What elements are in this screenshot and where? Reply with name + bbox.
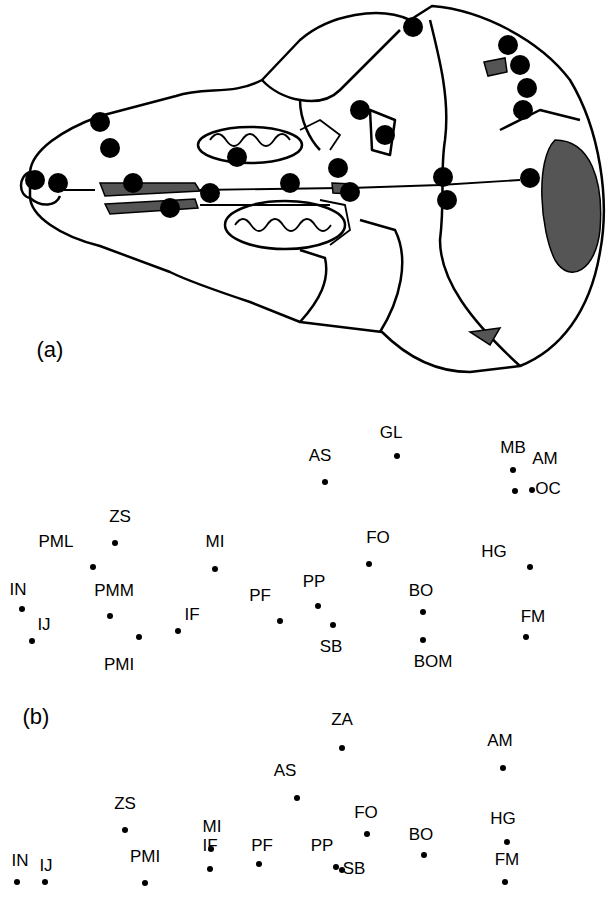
landmark-label: IF xyxy=(184,606,199,623)
landmark-label: PF xyxy=(249,587,271,604)
landmark-label: MI xyxy=(203,818,222,835)
landmark-label: FO xyxy=(354,804,378,821)
landmark-label: SB xyxy=(343,860,366,877)
landmark-label: AS xyxy=(274,762,297,779)
landmark-dot xyxy=(512,488,518,494)
landmark-label: MB xyxy=(500,439,526,456)
landmark-label: ZA xyxy=(331,711,353,728)
landmark-label: PMI xyxy=(104,656,134,673)
landmark-dot xyxy=(527,564,533,570)
landmark-label: ZS xyxy=(114,795,136,812)
landmark-dot xyxy=(322,479,328,485)
landmark-label: HG xyxy=(490,810,516,827)
landmark-dot xyxy=(207,866,213,872)
landmark-dot xyxy=(510,467,516,473)
landmark-dot xyxy=(529,487,535,493)
landmark-label: PP xyxy=(303,573,326,590)
panel-letter: (b) xyxy=(23,706,50,728)
landmark-dot xyxy=(523,634,529,640)
landmark-dot xyxy=(420,609,426,615)
landmark-label: SB xyxy=(320,638,343,655)
landmark-dot xyxy=(14,879,20,885)
landmark-label: AS xyxy=(309,447,332,464)
landmark-label: HG xyxy=(481,543,507,560)
landmark-dot xyxy=(29,638,35,644)
landmark-label: PF xyxy=(251,837,273,854)
landmark-label: IJ xyxy=(37,616,50,633)
landmark-dot xyxy=(19,606,25,612)
landmark-label: PMM xyxy=(94,582,134,599)
landmark-dot xyxy=(366,561,372,567)
landmark-label: IF xyxy=(202,837,217,854)
landmark-dot xyxy=(136,634,142,640)
landmark-dot xyxy=(394,453,400,459)
landmark-label: PP xyxy=(311,837,334,854)
landmark-label: FM xyxy=(495,851,520,868)
landmark-label: OC xyxy=(535,480,561,497)
landmark-dot xyxy=(112,540,118,546)
landmark-dot xyxy=(277,618,283,624)
landmark-label: AM xyxy=(487,732,513,749)
landmark-label: PMI xyxy=(130,848,160,865)
landmark-label: IN xyxy=(10,581,27,598)
landmark-dot xyxy=(142,880,148,886)
landmark-dot xyxy=(256,861,262,867)
landmark-label: BO xyxy=(409,826,434,843)
landmark-dot xyxy=(122,827,128,833)
landmark-dot xyxy=(333,864,339,870)
landmark-dot xyxy=(500,765,506,771)
landmark-label: PML xyxy=(39,533,74,550)
landmark-dot xyxy=(107,613,113,619)
landmark-label: BO xyxy=(409,582,434,599)
landmark-dot xyxy=(294,795,300,801)
landmark-dot xyxy=(339,745,345,751)
landmark-label: FM xyxy=(521,608,546,625)
landmark-label: ZS xyxy=(109,508,131,525)
landmark-dot xyxy=(330,622,336,628)
landmark-label: MI xyxy=(206,533,225,550)
landmark-dot xyxy=(504,839,510,845)
landmark-label: IN xyxy=(12,852,29,869)
landmark-dot xyxy=(212,566,218,572)
landmark-dot xyxy=(175,628,181,634)
panel-letter: (a) xyxy=(37,339,64,361)
landmark-dot xyxy=(421,852,427,858)
landmark-dot xyxy=(502,879,508,885)
landmark-dot xyxy=(420,637,426,643)
landmark-dot xyxy=(42,879,48,885)
landmark-dot xyxy=(364,831,370,837)
landmark-label: BOM xyxy=(414,653,453,670)
landmark-label: FO xyxy=(366,529,390,546)
landmark-dot xyxy=(315,603,321,609)
landmark-label: AM xyxy=(532,450,558,467)
landmark-label: GL xyxy=(380,424,403,441)
landmark-label: IJ xyxy=(39,857,52,874)
landmark-dot xyxy=(90,564,96,570)
